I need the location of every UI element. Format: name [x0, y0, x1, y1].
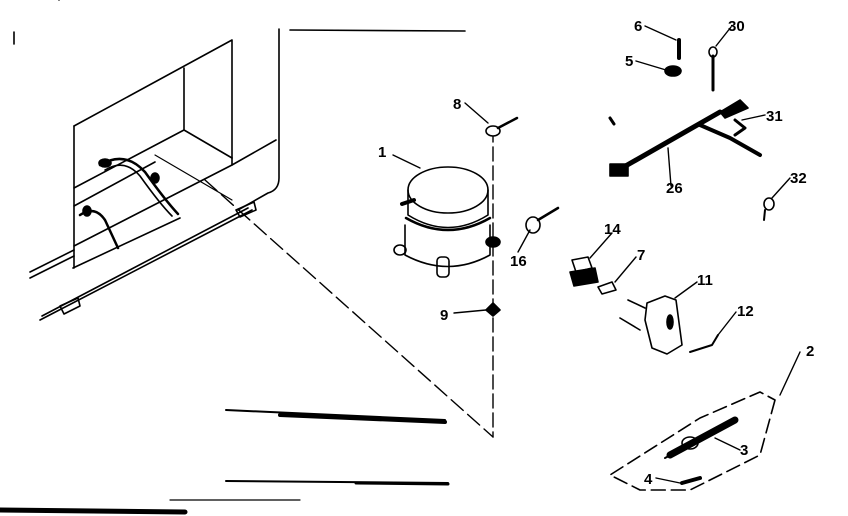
- part-label-31: 31: [766, 108, 783, 125]
- part-label-6: 6: [634, 18, 643, 35]
- part-label-3: 3: [740, 442, 749, 459]
- part-label-16: 16: [510, 253, 527, 270]
- part-label-5: 5: [625, 53, 634, 70]
- part-label-4: 4: [644, 471, 653, 488]
- part-label-26: 26: [666, 180, 683, 197]
- wire-harness: [608, 99, 762, 177]
- part-label-9: 9: [440, 307, 449, 324]
- parts-bag: [609, 391, 776, 491]
- part-label-7: 7: [637, 247, 646, 264]
- cabinet-cutaway: [13, 0, 466, 321]
- part-label-30: 30: [728, 18, 745, 35]
- part-label-8: 8: [453, 96, 462, 113]
- leader-cabinet: [204, 179, 494, 438]
- part-label-12: 12: [737, 303, 754, 320]
- part-label-1: 1: [378, 144, 387, 161]
- part-label-11: 11: [697, 272, 713, 289]
- part-label-32: 32: [790, 170, 807, 187]
- compressor: [393, 166, 501, 278]
- terminal-cover: [619, 295, 683, 355]
- relay: [569, 256, 599, 287]
- part-label-2: 2: [806, 343, 815, 360]
- part-label-14: 14: [604, 221, 621, 238]
